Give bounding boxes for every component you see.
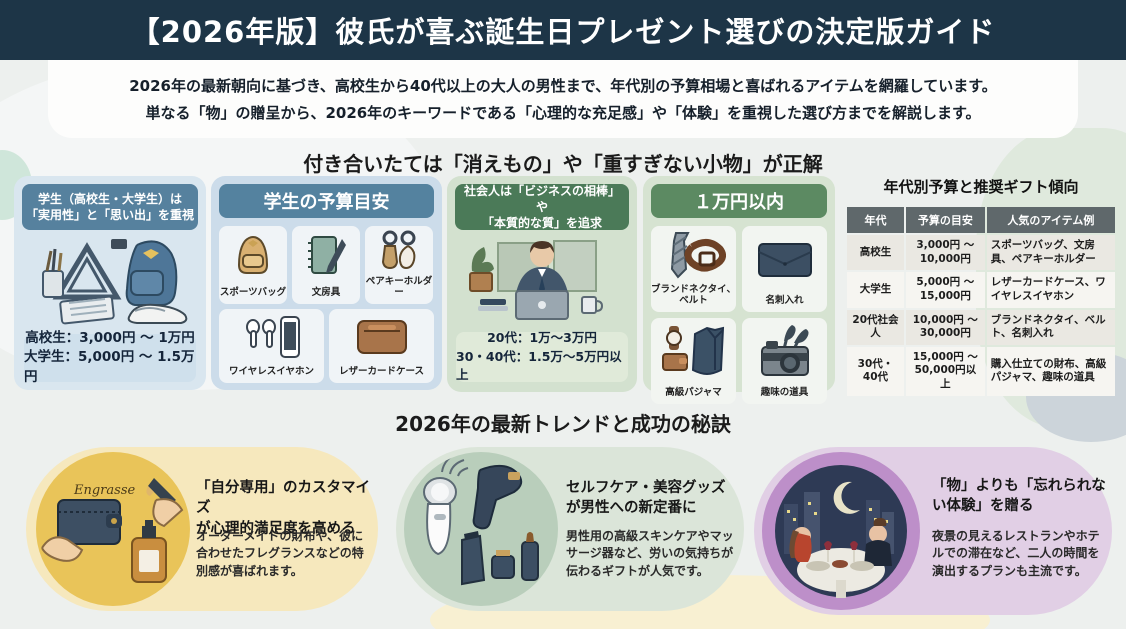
trend3-body: 夜景の見えるレストランやホテルでの滞在など、二人の時間を演出するプランも主流です…: [932, 529, 1100, 578]
tie-belt-icon: [662, 226, 726, 283]
wireless-earphones-icon: [243, 309, 301, 365]
tile-sports-bag-label: スポーツバッグ: [219, 287, 287, 299]
dinner-illustration: [762, 452, 920, 610]
student-card-headline: 学生（高校生・大学生）は 「実用性」と「思い出」を重視: [22, 184, 198, 230]
school-supplies-icon: [42, 239, 188, 325]
table-row: 20代社会人 10,000円 ～ 30,000円 ブランドネクタイ、ベルト、名刺…: [847, 309, 1115, 345]
trend1-body: オーダーメイドの財布や、彼に合わせたフレグランスなどの特別感が喜ばれます。: [196, 529, 364, 578]
gift-table: 年代 予算の目安 人気のアイテム例 高校生 3,000円 ～ 10,000円 ス…: [845, 205, 1117, 398]
under10k-title: １万円以内: [651, 184, 827, 218]
tile-stationery-label: 文房具: [311, 287, 341, 299]
tile-luxury-pajama-label: 高級パジャマ: [665, 387, 722, 399]
student-budget-title: 学生の予算目安: [219, 184, 434, 218]
tile-leather-cardcase-label: レザーカードケース: [338, 366, 425, 378]
under10k-grid: ブランドネクタイ、ベルト 名刺入れ 高級パジャマ 趣味の道具: [651, 226, 827, 404]
tile-tie-belt: ブランドネクタイ、ベルト: [651, 226, 736, 312]
section2-title: 2026年の最新トレンドと成功の秘訣: [395, 412, 731, 436]
gift-table-section: 年代別予算と推奨ギフト傾向 年代 予算の目安 人気のアイテム例 高校生 3,00…: [845, 176, 1117, 398]
pair-keyholder-icon: [376, 226, 422, 275]
worker-price-3040s: 30・40代：1.5万～5万円以上: [456, 348, 622, 383]
tile-cardholder: 名刺入れ: [742, 226, 827, 312]
col-items: 人気のアイテム例: [986, 207, 1115, 233]
leather-cardcase-icon: [354, 309, 410, 365]
intro-line-1: 2026年の最新朝向に基づき、高校生から40代以上の大人の男性まで、年代別の予算…: [129, 77, 997, 95]
selfcare-illustration: [404, 452, 558, 606]
grooming-devices-icon: [423, 452, 539, 586]
table-row: 高校生 3,000円 ～ 10,000円 スポーツバッグ、文房具、ペアキーホルダ…: [847, 235, 1115, 271]
tile-leather-cardcase: レザーカードケース: [329, 309, 434, 383]
page-title: 【2026年版】彼氏が喜ぶ誕生日プレゼント選びの決定版ガイド: [130, 15, 996, 49]
student-items-illustration: [14, 232, 206, 330]
table-header-row: 年代 予算の目安 人気のアイテム例: [847, 207, 1115, 233]
tile-wireless-earphones-label: ワイヤレスイヤホン: [229, 366, 314, 378]
business-cardholder-icon: [755, 226, 815, 294]
tile-cardholder-label: 名刺入れ: [765, 295, 804, 307]
tile-hobby-gear-label: 趣味の道具: [760, 387, 809, 399]
tile-stationery: 文房具: [292, 226, 360, 304]
tile-pair-keyholder: ペアキーホルダー: [365, 226, 433, 304]
student-budget-grid: スポーツバッグ 文房具 ペアキーホルダー ワイヤレスイヤホン レザーカードケース: [219, 226, 434, 383]
tile-pair-keyholder-label: ペアキーホルダー: [365, 276, 433, 299]
trend3-title: 「物」よりも「忘れられな い体験」を贈る: [932, 478, 1106, 515]
student-price-highschool: 高校生：3,000円 ～ 1万円: [25, 329, 195, 346]
trend2-body: 男性用の高級スキンケアやマッサージ器など、労いの気持ちが伝わるギフトが人気です。: [566, 529, 734, 578]
tile-hobby-gear: 趣味の道具: [742, 318, 827, 404]
col-age: 年代: [847, 207, 904, 233]
intro-line-2: 単なる「物」の贈呈から、2026年のキーワードである「心理的な充足感」や「体験」…: [145, 104, 981, 122]
tile-wireless-earphones: ワイヤレスイヤホン: [219, 309, 324, 383]
stationery-icon: [304, 226, 348, 286]
wallet-perfume-icon: Engrasse: [41, 478, 184, 583]
student-price-box: 高校生：3,000円 ～ 1万円 大学生：5,000円 ～ 1.5万円: [24, 330, 196, 385]
sports-bag-icon: [233, 226, 273, 286]
intro-band: 2026年の最新朝向に基づき、高校生から40代以上の大人の男性まで、年代別の予算…: [48, 60, 1078, 138]
worker-price-box: 20代：1万～3万円 30・40代：1.5万～5万円以上: [456, 329, 628, 382]
tile-sports-bag: スポーツバッグ: [219, 226, 287, 304]
gift-table-title: 年代別予算と推奨ギフト傾向: [883, 178, 1079, 196]
customize-illustration: Engrasse: [36, 452, 190, 606]
trend1-title: 「自分専用」のカスタマイズ が心理的満足度を高める: [196, 480, 370, 537]
table-row: 30代・40代 15,000円 ～ 50,000円以上 購入仕立ての財布、高級パ…: [847, 346, 1115, 396]
camera-golf-icon: [754, 318, 816, 386]
student-price-university: 大学生：5,000円 ～ 1.5万円: [24, 349, 195, 385]
section1-title: 付き合いたては「消えもの」や「重すぎない小物」が正解: [303, 152, 823, 176]
businessman-icon: [469, 240, 604, 320]
tile-luxury-pajama: 高級パジャマ: [651, 318, 736, 404]
night-dinner-icon: [775, 465, 907, 598]
worker-card-headline: 社会人は「ビジネスの相棒」や 「本質的な質」を追求: [455, 184, 629, 230]
table-row: 大学生 5,000円 ～ 15,000円 レザーカードケース、ワイヤレスイヤホン: [847, 272, 1115, 308]
tile-tie-belt-label: ブランドネクタイ、ベルト: [651, 284, 736, 307]
svg-text:Engrasse: Engrasse: [73, 483, 135, 498]
businessman-illustration: [447, 232, 637, 328]
worker-price-20s: 20代：1万～3万円: [487, 329, 597, 345]
col-budget: 予算の目安: [905, 207, 985, 233]
header-bar: 【2026年版】彼氏が喜ぶ誕生日プレゼント選びの決定版ガイド: [0, 0, 1126, 60]
pajama-watch-wallet-icon: [661, 318, 727, 386]
trend2-title: セルフケア・美容グッズ が男性への新定番に: [566, 480, 726, 517]
